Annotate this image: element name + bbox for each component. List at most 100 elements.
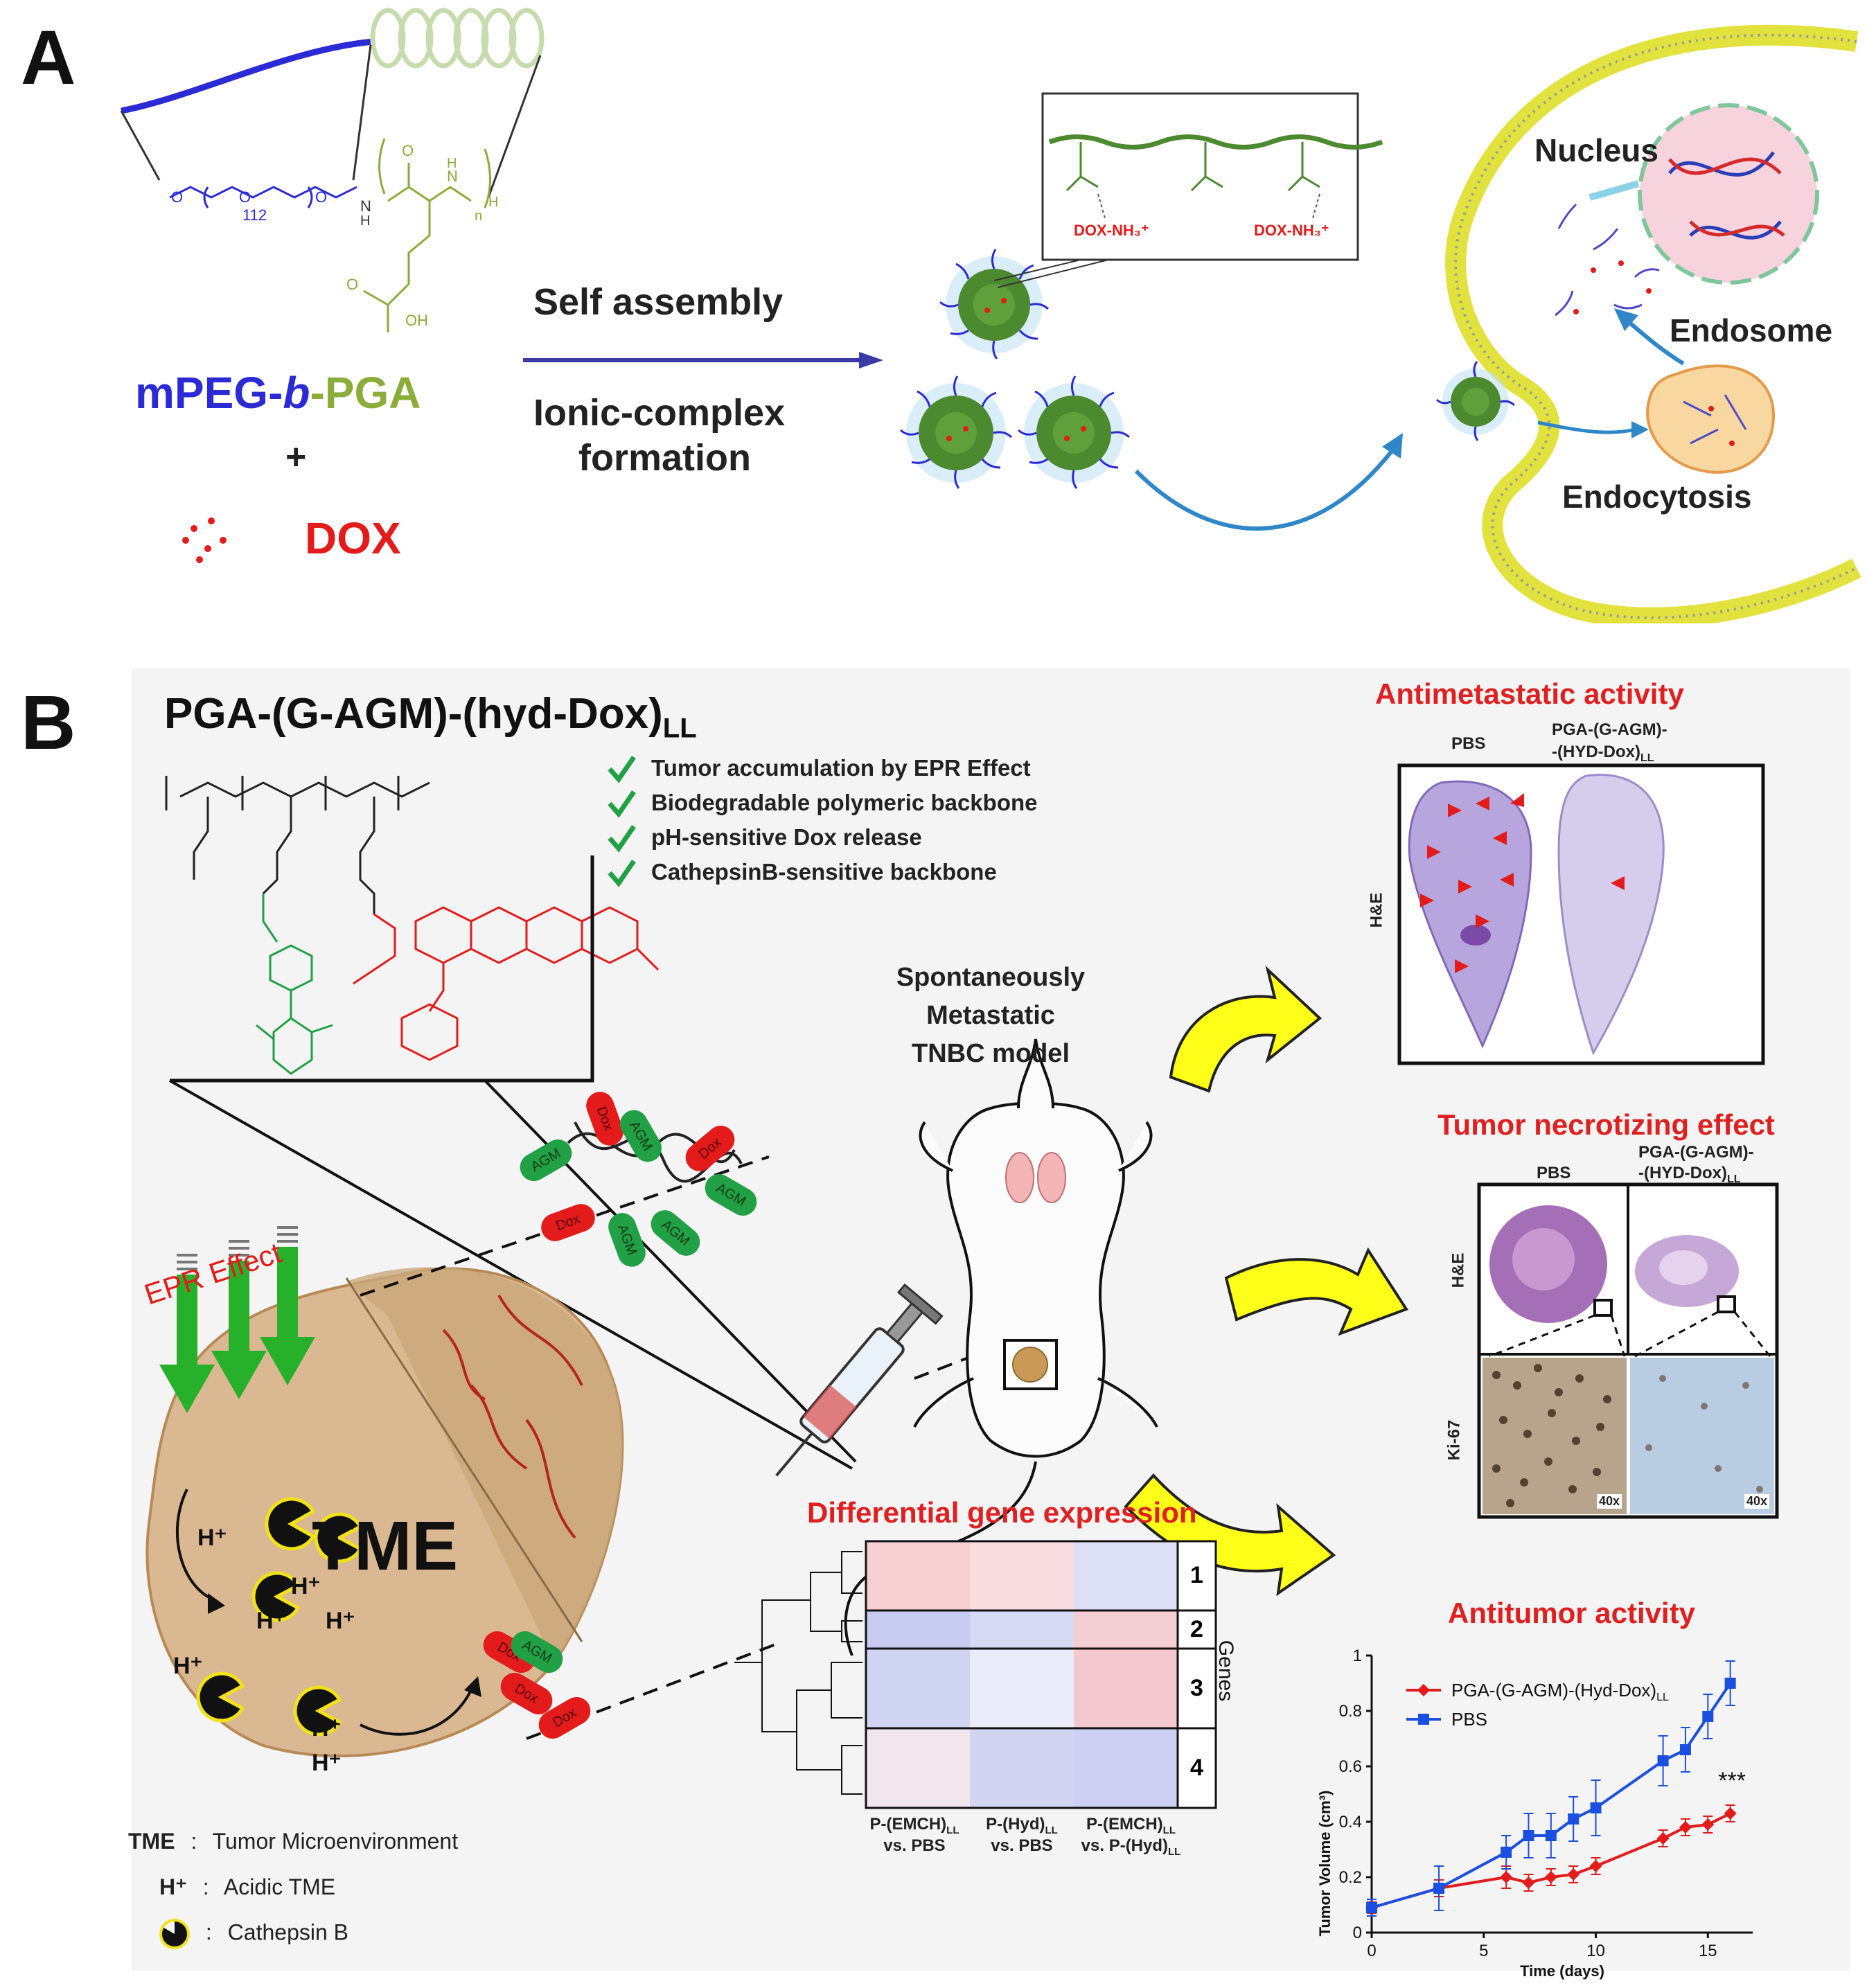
b-text: b [283,368,310,418]
checkmarks [608,756,636,887]
mag-label-treated: 40x [1744,1494,1770,1509]
necrosis-panel [1477,1182,1779,1519]
svg-text:OH: OH [405,312,428,329]
chart-y-tick-label: 1 [1353,1647,1362,1665]
model-label-3: TNBC model [912,1039,1070,1068]
conjugate-title: PGA-(G-AGM)-(hyd-Dox)LL [164,689,697,744]
dash-2: - [310,368,325,418]
chart-point [1567,1868,1580,1881]
lung-panel [1397,763,1765,1065]
peg-structure [169,186,357,208]
gene-col-1-line1-main: P-(EMCH) [869,1815,947,1834]
h-plus-1: H⁺ [197,1525,227,1551]
h-plus-3: H⁺ [256,1608,286,1634]
conjugate-title-sub: LL [662,713,697,744]
chart-point [1679,1821,1692,1834]
svg-text:O: O [315,188,327,206]
legend-tme-text: Tumor Microenvironment [212,1829,459,1854]
gene-col-1-line2: vs. PBS [883,1836,946,1855]
chart-point [1724,1678,1736,1689]
gene-col-3-line1: P-(EMCH)LL [1070,1815,1192,1836]
legend-h-plus-text: Acidic TME [223,1874,336,1899]
chart-point [1589,1860,1602,1872]
legend-cathepsin-sep: : [205,1919,212,1945]
gene-col-1-sub: LL [946,1824,959,1836]
gene-col-2: P-(Hyd)LL vs. PBS [970,1815,1074,1856]
chart-series [1365,1660,1737,1917]
chart-point [1366,1902,1377,1913]
chart-point [1433,1883,1445,1894]
tme-label: TME [312,1507,459,1585]
legend-cathepsin-text: Cathepsin B [227,1919,348,1945]
checklist-item-3: pH-sensitive Dox release [651,824,922,850]
gene-col-3-sub: LL [1162,1824,1176,1836]
endocytosis-label: Endocytosis [1562,479,1752,515]
syringe [775,1283,944,1477]
pga-coil [370,8,545,69]
nucleus-label: Nucleus [1534,132,1658,168]
pga-text: PGA [324,368,421,418]
antimetastatic-col-treated-1: PGA-(G-AGM)- [1552,720,1667,739]
ki67-dots-pbs [1492,1364,1618,1507]
panel-a-letter: A [21,15,76,100]
panel-b-letter: B [21,680,76,765]
chart-point [1657,1755,1669,1766]
model-label-2: Metastatic [926,1001,1055,1030]
cluster-label-3: 3 [1190,1675,1203,1701]
heatmap [865,1540,1217,1809]
svg-text:N: N [447,168,458,185]
h-plus-7: H⁺ [312,1750,342,1776]
legend-tme-sep: : [191,1829,197,1854]
ionic-complex-label: Ionic-complex [533,392,786,434]
conjugate-title-main: PGA-(G-AGM)-(hyd-Dox) [164,690,663,738]
chart-x-tick-label: 0 [1367,1942,1376,1960]
checklist-item-2: Biodegradable polymeric backbone [651,790,1038,815]
chart-y-tick-label: 0.6 [1339,1757,1362,1776]
chart-title: Antitumor activity [1448,1597,1696,1629]
mag-label-pbs: 40x [1597,1494,1622,1509]
nucleus [1638,103,1819,285]
chart-series-2 [1366,1660,1736,1917]
ionic-inset-box [1041,92,1359,261]
necrotizing-col-treated-2-sub: LL [1726,1173,1741,1185]
dendrogram [734,1551,862,1795]
chart-y-tick-label: 0.8 [1339,1702,1362,1721]
chart-point [1656,1832,1670,1845]
necrotizing-row-ki67: Ki-67 [1444,1419,1464,1461]
chart-point [1679,1744,1691,1755]
chart-y-tick-label: 0.4 [1339,1813,1362,1831]
necrotizing-title: Tumor necrotizing effect [1437,1108,1775,1141]
gene-col-3-line2-main: vs. P-(Hyd) [1081,1836,1169,1855]
svg-text:O: O [346,276,358,293]
necrotizing-col-pbs: PBS [1537,1164,1571,1182]
chart-legend: PGA-(G-AGM)-(Hyd-Dox)LL PBS [1406,1680,1669,1730]
endosome [1646,364,1776,474]
callout-bubble [170,855,594,1083]
svg-text:O: O [402,142,414,159]
necrotizing-row-he: H&E [1449,1252,1468,1288]
gene-col-1: P-(EMCH)LL vs. PBS [859,1815,970,1856]
agm-structure [256,894,333,1075]
legend-series-1-sub: LL [1656,1692,1669,1703]
chart-significance-annotation: *** [1718,1768,1746,1794]
gene-col-2-line1: P-(Hyd)LL [970,1815,1074,1836]
legend-tme-key: TME [128,1829,175,1854]
checklist-item-4: CathepsinB-sensitive backbone [651,859,997,885]
legend-h-plus: H⁺ : Acidic TME [159,1874,335,1900]
formation-label: formation [578,437,751,479]
gene-col-1-line1: P-(EMCH)LL [859,1815,970,1836]
panel-a-illustration: O O O 112 N H O N H H n O OH [120,8,1861,623]
micelle-cluster [899,249,1131,489]
necrotizing-col-treated-2: -(HYD-Dox)LL [1638,1164,1741,1186]
plus-sign: + [285,437,307,477]
svg-text:H: H [488,195,498,210]
chart-y-axis-label: Tumor Volume (cm³) [1316,1791,1334,1937]
dox-structure [353,906,660,1061]
legend-h-plus-key: H⁺ [159,1874,187,1899]
peg-text: mPEG [135,368,269,418]
peg-chain [121,38,375,114]
chart-point [1724,1807,1737,1820]
